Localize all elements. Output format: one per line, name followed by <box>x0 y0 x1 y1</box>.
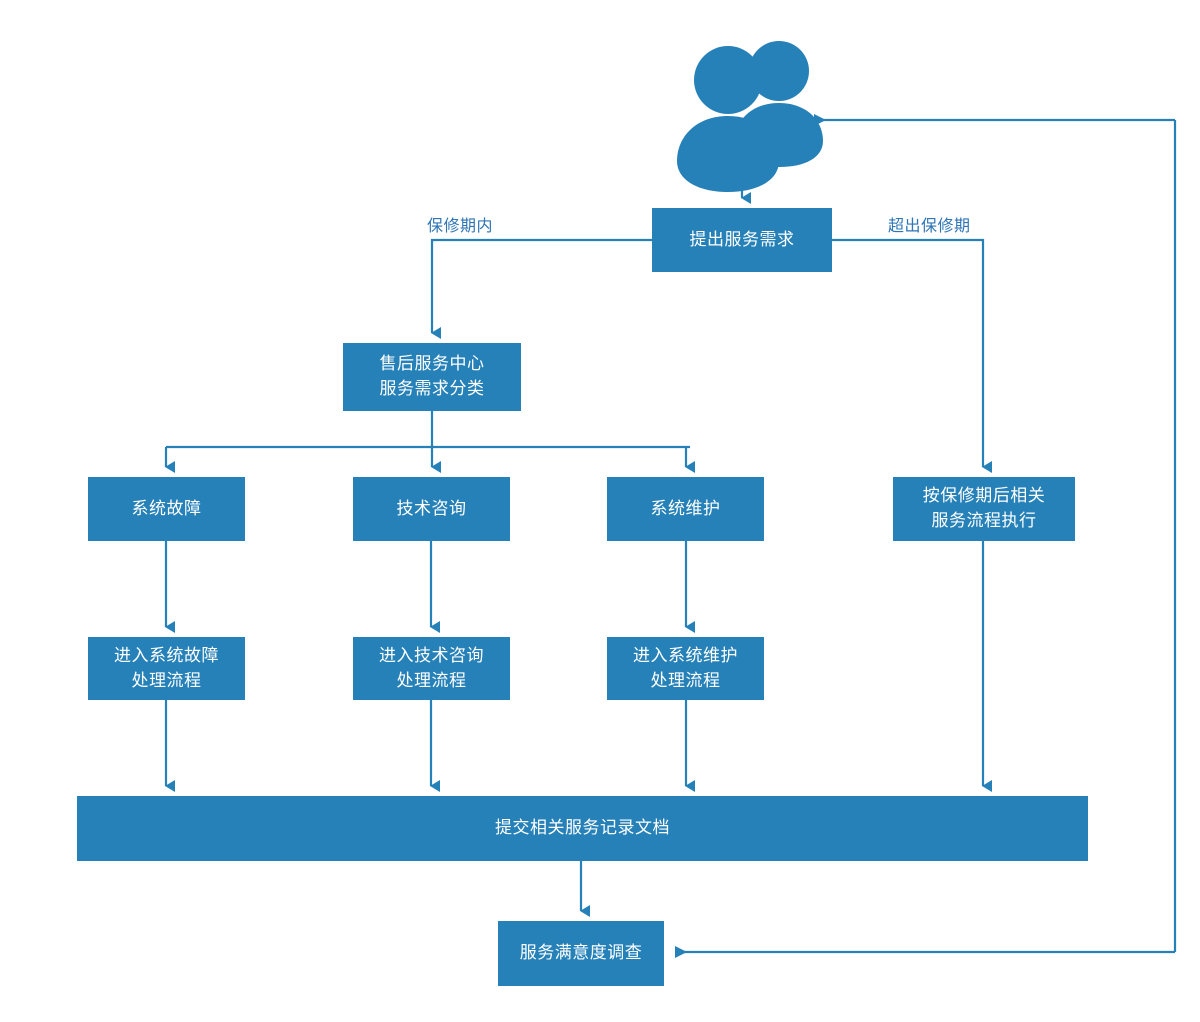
node-request-label: 提出服务需求 <box>689 229 795 249</box>
node-system-fault-label: 系统故障 <box>131 498 202 518</box>
node-maintain-flow[interactable]: 进入系统维护 处理流程 <box>607 637 764 700</box>
node-system-maintain[interactable]: 系统维护 <box>607 477 764 541</box>
node-satisfaction-survey-label: 服务满意度调查 <box>519 943 643 963</box>
node-service-center[interactable]: 售后服务中心 服务需求分类 <box>343 343 521 411</box>
node-fault-flow[interactable]: 进入系统故障 处理流程 <box>88 637 245 700</box>
edge-label-in-warranty: 保修期内 <box>427 212 493 236</box>
node-submit-documents[interactable]: 提交相关服务记录文档 <box>77 796 1088 861</box>
edge-request-to-post-warranty <box>832 238 992 473</box>
edge-label-out-of-warranty: 超出保修期 <box>888 212 971 236</box>
node-consult-flow[interactable]: 进入技术咨询 处理流程 <box>353 637 510 700</box>
node-tech-consult-label: 技术咨询 <box>396 498 467 518</box>
node-system-fault[interactable]: 系统故障 <box>88 477 245 541</box>
node-satisfaction-survey[interactable]: 服务满意度调查 <box>498 921 664 986</box>
node-system-maintain-label: 系统维护 <box>650 498 721 518</box>
node-post-warranty-label: 按保修期后相关 服务流程执行 <box>922 486 1046 530</box>
node-submit-documents-label: 提交相关服务记录文档 <box>495 818 670 838</box>
node-request[interactable]: 提出服务需求 <box>652 208 832 272</box>
node-post-warranty[interactable]: 按保修期后相关 服务流程执行 <box>893 477 1075 541</box>
node-maintain-flow-label: 进入系统维护 处理流程 <box>633 645 738 690</box>
edge-label-in-warranty-text: 保修期内 <box>427 218 494 235</box>
node-consult-flow-label: 进入技术咨询 处理流程 <box>379 645 484 690</box>
edge-request-to-center <box>430 238 652 339</box>
node-fault-flow-label: 进入系统故障 处理流程 <box>114 645 219 690</box>
edge-label-out-of-warranty-text: 超出保修期 <box>888 218 971 235</box>
people-icon <box>677 41 823 192</box>
node-service-center-label: 售后服务中心 服务需求分类 <box>379 354 485 398</box>
node-tech-consult[interactable]: 技术咨询 <box>353 477 510 541</box>
